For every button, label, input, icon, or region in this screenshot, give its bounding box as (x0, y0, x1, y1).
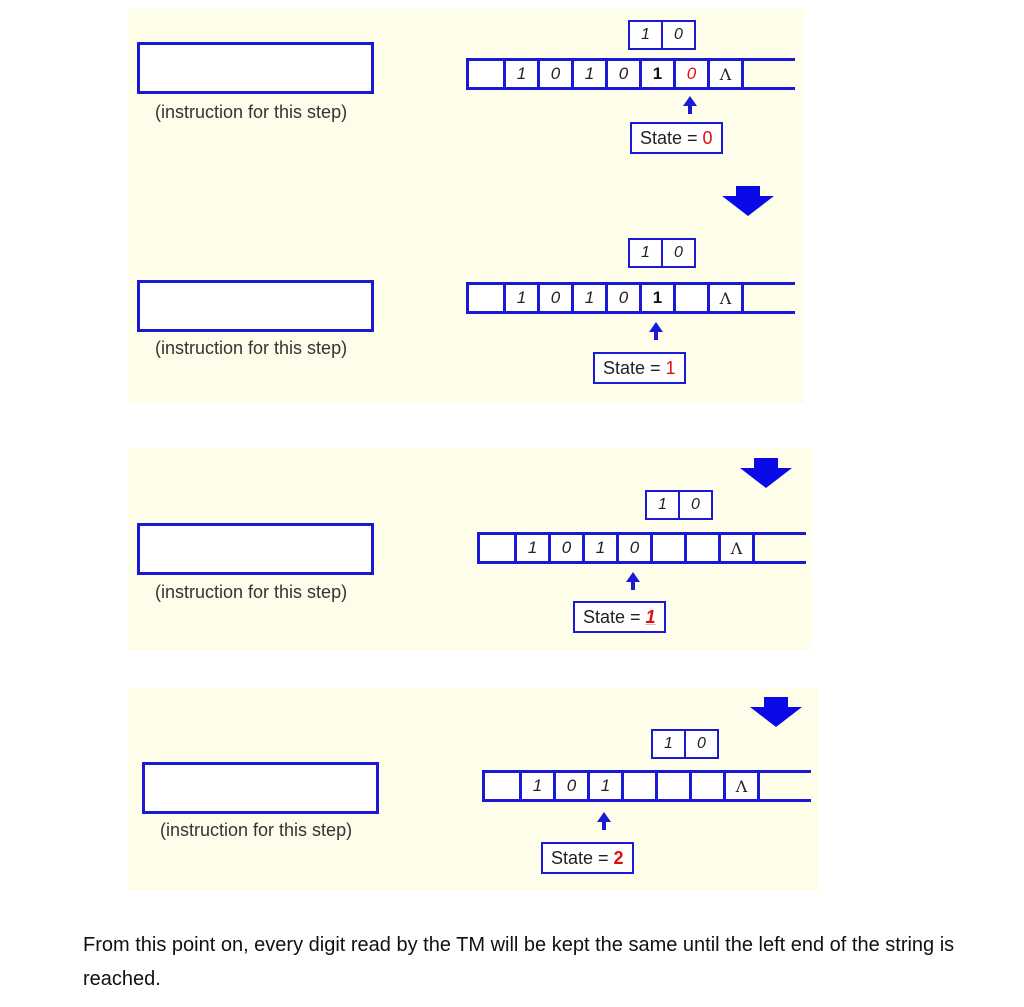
tape-tail (752, 532, 806, 564)
mini-digit: 1 (641, 244, 650, 261)
head-arrow-icon-step-3 (626, 572, 640, 590)
tape-tail (741, 58, 795, 90)
instruction-label-step-1: (instruction for this step) (155, 102, 348, 122)
tape-cell: 0 (673, 58, 707, 90)
mini-tape-step-1: 1 0 (628, 20, 696, 50)
down-arrow-icon-3 (750, 697, 802, 727)
tape-cell (689, 770, 723, 802)
head-arrow-icon-step-4 (597, 812, 611, 830)
down-arrow-icon-2 (740, 458, 792, 488)
state-value: 0 (702, 127, 713, 148)
state-box-step-3: State = 1 (573, 601, 666, 633)
down-arrow-icon-1 (722, 186, 774, 216)
state-box-step-2: State = 1 (593, 352, 686, 384)
tape-cell-blank (466, 58, 503, 90)
tape-cell: 0 (548, 532, 582, 564)
state-value: 1 (665, 357, 676, 378)
state-box-step-1: State = 0 (630, 122, 723, 154)
mini-tape-step-3: 1 0 (645, 490, 713, 520)
tape-cell: 0 (605, 58, 639, 90)
tape-cell: 0 (537, 282, 571, 314)
tape-cell: 1 (503, 282, 537, 314)
tape-cell: 1 (639, 58, 673, 90)
instruction-label-step-4: (instruction for this step) (160, 820, 353, 840)
instruction-label-step-3: (instruction for this step) (155, 582, 348, 602)
instruction-input-step-2[interactable] (137, 280, 374, 332)
tape-cell: Λ (707, 282, 741, 314)
tape-cell: 1 (514, 532, 548, 564)
state-box-step-4: State = 2 (541, 842, 634, 874)
tape-cell (650, 532, 684, 564)
tape-cell: Λ (707, 58, 741, 90)
tape-cell: 0 (616, 532, 650, 564)
tape-cell-blank (477, 532, 514, 564)
state-value: 2 (613, 847, 624, 868)
tape-cell: 1 (587, 770, 621, 802)
mini-digit: 0 (661, 240, 694, 266)
state-label: State = (551, 847, 609, 868)
tape-cell-blank (466, 282, 503, 314)
state-label: State = (583, 606, 641, 627)
instruction-label-step-2: (instruction for this step) (155, 338, 348, 358)
tape-cell: 1 (582, 532, 616, 564)
instruction-input-step-1[interactable] (137, 42, 374, 94)
state-value: 1 (645, 606, 656, 627)
mini-digit: 1 (641, 26, 650, 43)
tape-cell: 0 (605, 282, 639, 314)
tape-cell: 1 (503, 58, 537, 90)
tape-tail (741, 282, 795, 314)
tape-cell: Λ (718, 532, 752, 564)
footer-text: From this point on, every digit read by … (83, 934, 955, 990)
instruction-input-step-3[interactable] (137, 523, 374, 575)
tape-cell: Λ (723, 770, 757, 802)
tape-cell (655, 770, 689, 802)
mini-digit: 1 (658, 496, 667, 513)
tape-cell (621, 770, 655, 802)
head-arrow-icon-step-1 (683, 96, 697, 114)
instruction-input-step-4[interactable] (142, 762, 379, 814)
mini-tape-step-2: 1 0 (628, 238, 696, 268)
tape-cell: 1 (639, 282, 673, 314)
tape-cell: 0 (537, 58, 571, 90)
mini-digit: 1 (664, 735, 673, 752)
tape-cell: 1 (571, 58, 605, 90)
mini-tape-step-4: 1 0 (651, 729, 719, 759)
tape-cell: 1 (519, 770, 553, 802)
mini-digit: 0 (678, 492, 711, 518)
tape-cell (684, 532, 718, 564)
tape-cell (673, 282, 707, 314)
tape-cell: 1 (571, 282, 605, 314)
mini-digit: 0 (684, 731, 717, 757)
mini-digit: 0 (661, 22, 694, 48)
tape-tail (757, 770, 811, 802)
tape-cell-blank (482, 770, 519, 802)
state-label: State = (603, 357, 661, 378)
head-arrow-icon-step-2 (649, 322, 663, 340)
state-label: State = (640, 127, 698, 148)
tape-cell: 0 (553, 770, 587, 802)
